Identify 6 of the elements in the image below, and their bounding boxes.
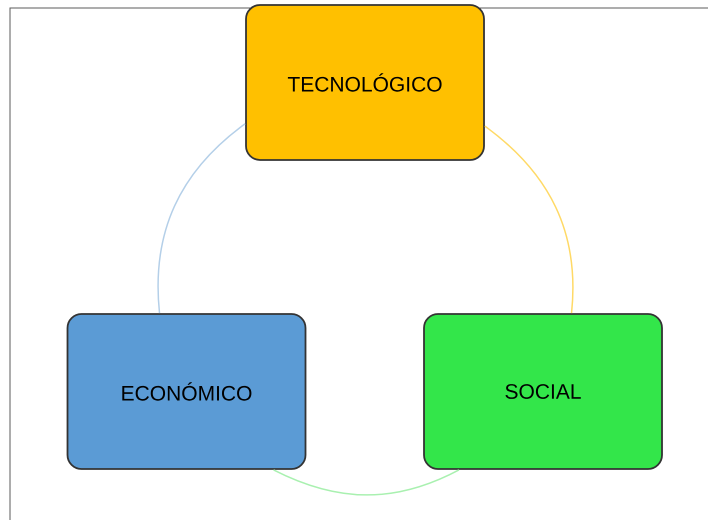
rounded-box: SOCIAL: [423, 313, 663, 470]
rounded-box: ECONÓMICO: [66, 313, 306, 470]
connector-arc: [273, 469, 460, 496]
connector-arc: [157, 123, 246, 314]
rounded-box: TECNOLÓGICO: [245, 4, 485, 161]
connector-arc: [484, 126, 574, 314]
